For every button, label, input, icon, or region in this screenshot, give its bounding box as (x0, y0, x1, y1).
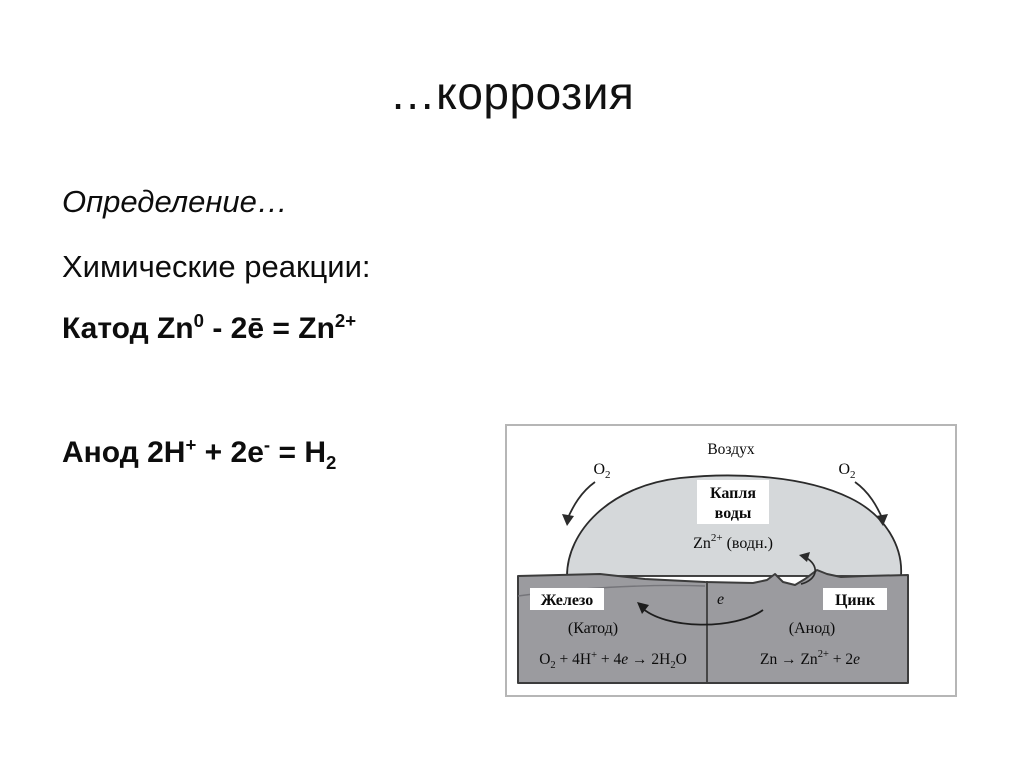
anode-operator: + (204, 436, 223, 469)
cathode-reactant-charge: 0 (193, 310, 204, 331)
droplet-label-line1: Капля (710, 485, 756, 502)
anode-electrons-charge: - (263, 434, 271, 455)
cathode-equation-label: Катод (62, 312, 149, 345)
oxygen-right-symbol: O (838, 461, 850, 478)
oxygen-left-arrowhead (562, 514, 574, 526)
anode-rx-p2: + 2 (829, 651, 853, 668)
zinc-label: Цинк (835, 592, 876, 609)
cathode-rx-p2: + 4H (556, 651, 591, 668)
zinc-label-box (823, 588, 887, 610)
anode-reactant: 2H (147, 436, 186, 469)
oxygen-right-arrowhead (876, 514, 888, 526)
metal-block (517, 569, 909, 684)
anode-equation-label: Анод (62, 436, 139, 469)
iron-label-box (530, 588, 604, 610)
cathode-rx-e: e (621, 651, 628, 668)
electron-flow-arrowhead (637, 602, 649, 614)
oxygen-right-label: O2 (838, 461, 855, 481)
cathode-half-reaction: O2 + 4H+ + 4e → 2H2O (539, 650, 687, 671)
droplet-label-line2: воды (715, 505, 752, 522)
water-droplet-shape (566, 474, 902, 577)
cathode-rx-p3: + 4 (597, 651, 621, 668)
slide-body-text: Определение… Химические реакции: Катод Z… (62, 186, 532, 473)
iron-label: Железо (541, 592, 594, 609)
cathode-operator: - (212, 312, 223, 345)
anode-equals: = (278, 436, 296, 469)
reactions-heading: Химические реакции: (62, 249, 371, 284)
anode-product-count: 2 (326, 452, 337, 473)
droplet-label-box (697, 480, 769, 524)
aqueous-zinc-symbol: Zn (693, 535, 711, 552)
cathode-electrons: 2ē (230, 312, 265, 345)
cathode-product-charge: 2+ (334, 310, 357, 331)
anode-electrons: 2e (230, 436, 264, 469)
anode-half-reaction: Zn → Zn2+ + 2e (760, 649, 860, 668)
cathode-product: Zn (298, 312, 335, 345)
cathode-rx-p1sub: 2 (550, 660, 555, 671)
zinc-dissolution-arrowhead (799, 552, 810, 562)
cathode-equals: = (272, 312, 290, 345)
page-title: …коррозия (389, 67, 635, 119)
iron-role-label: (Катод) (568, 620, 618, 637)
anode-equation: Анод 2H+ + 2e- = H2 (62, 434, 532, 473)
cathode-rx-p2sup: + (591, 650, 597, 661)
anode-product: H (304, 436, 327, 469)
anode-rx-p1: Zn → Zn (760, 651, 818, 668)
air-label: Воздух (707, 441, 755, 458)
aqueous-zinc-charge: 2+ (711, 532, 723, 544)
corrosion-diagram: Воздух O2 O2 Капля воды Zn2+(водн.) e Же… (505, 424, 957, 697)
electron-flow-arrow (640, 606, 764, 626)
oxygen-left-symbol: O (593, 461, 605, 478)
cathode-rx-p6: O (676, 651, 687, 668)
definition-line: Определение… (62, 184, 288, 219)
electron-label: e (717, 591, 724, 608)
cathode-reactant: Zn (156, 312, 194, 345)
oxygen-right-subscript: 2 (850, 469, 856, 481)
oxygen-left-label: O2 (593, 461, 610, 481)
oxygen-left-subscript: 2 (605, 469, 611, 481)
aqueous-zinc-label: Zn2+ (водн.) (693, 532, 773, 552)
cathode-equation: Катод Zn0 - 2ē = Zn2+ (62, 310, 532, 345)
aqueous-zinc-state: (водн.) (727, 535, 773, 552)
cathode-rx-p1: O (539, 651, 550, 668)
anode-rx-p1sup: 2+ (818, 649, 829, 660)
cathode-rx-p5sub: 2 (670, 660, 675, 671)
zinc-dissolution-arrow (800, 556, 816, 585)
cathode-rx-arrow: → 2H (628, 651, 670, 668)
zinc-role-label: (Анод) (789, 620, 835, 637)
anode-rx-e: e (853, 651, 860, 668)
anode-reactant-charge: + (185, 434, 197, 455)
